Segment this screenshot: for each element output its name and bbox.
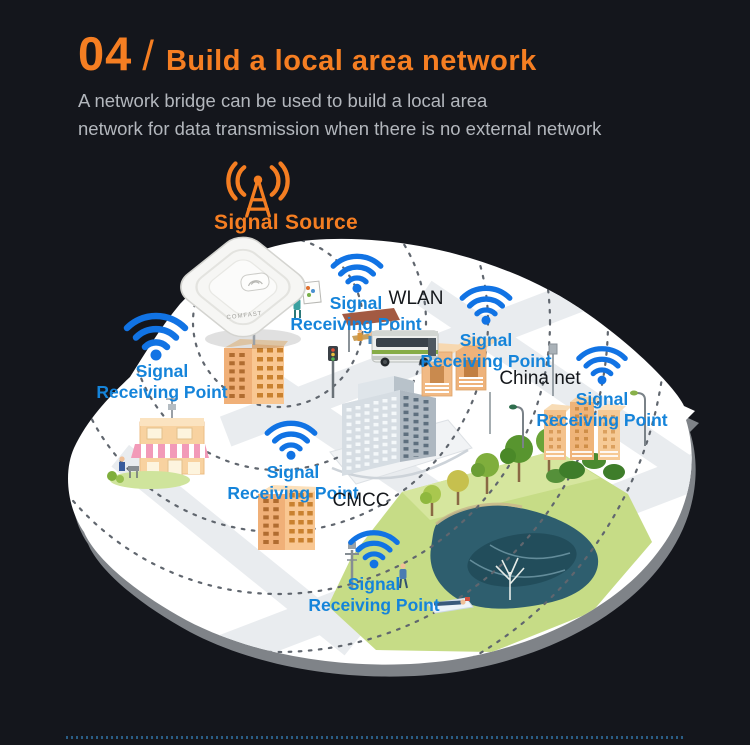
traffic-light — [328, 346, 338, 398]
subtitle: A network bridge can be used to build a … — [78, 87, 678, 143]
subtitle-line-2: network for data transmission when there… — [78, 117, 602, 139]
china-net-label: China net — [499, 368, 581, 389]
receiving-point-label-2: Signal Receiving Point — [290, 293, 422, 334]
receiving-point-label-3: Signal Receiving Point — [420, 330, 552, 371]
device-comfast: COMFAST — [180, 236, 306, 349]
bottom-dashed-divider — [66, 736, 686, 739]
title-separator: / — [142, 32, 154, 79]
apartment-building-mid — [258, 485, 318, 550]
bare-tree — [495, 557, 525, 600]
signal-source-antenna-icon — [226, 161, 290, 218]
subtitle-line-1: A network bridge can be used to build a … — [78, 90, 488, 111]
apartment-building-top — [224, 316, 288, 404]
street-furniture — [328, 343, 646, 588]
street-lamp — [515, 392, 646, 448]
wlan-label: WLAN — [388, 288, 444, 309]
page-title: 04 / Build a local area network — [78, 30, 678, 77]
device-brand-text: COMFAST — [226, 311, 262, 321]
section-number: 04 — [78, 27, 133, 80]
receiving-point-label-6: Signal Receiving Point — [308, 574, 440, 615]
shop-awning — [131, 444, 209, 458]
office-building — [342, 376, 436, 476]
receiving-point-label-4: Signal Receiving Point — [536, 389, 668, 430]
cmcc-label: CMCC — [332, 490, 390, 511]
receiving-point-label-5: Signal Receiving Point — [227, 462, 359, 503]
receiving-point-label-1: Signal Receiving Point — [96, 361, 228, 402]
shop-building — [107, 396, 209, 489]
park-people — [399, 563, 474, 614]
right-buildings — [544, 396, 626, 460]
lake — [430, 502, 599, 609]
title-text: Build a local area network — [165, 45, 537, 77]
bus — [371, 330, 439, 367]
header: 04 / Build a local area network A networ… — [78, 30, 678, 143]
signal-source-label: Signal Source — [214, 211, 358, 234]
receiver-pole — [345, 542, 359, 588]
